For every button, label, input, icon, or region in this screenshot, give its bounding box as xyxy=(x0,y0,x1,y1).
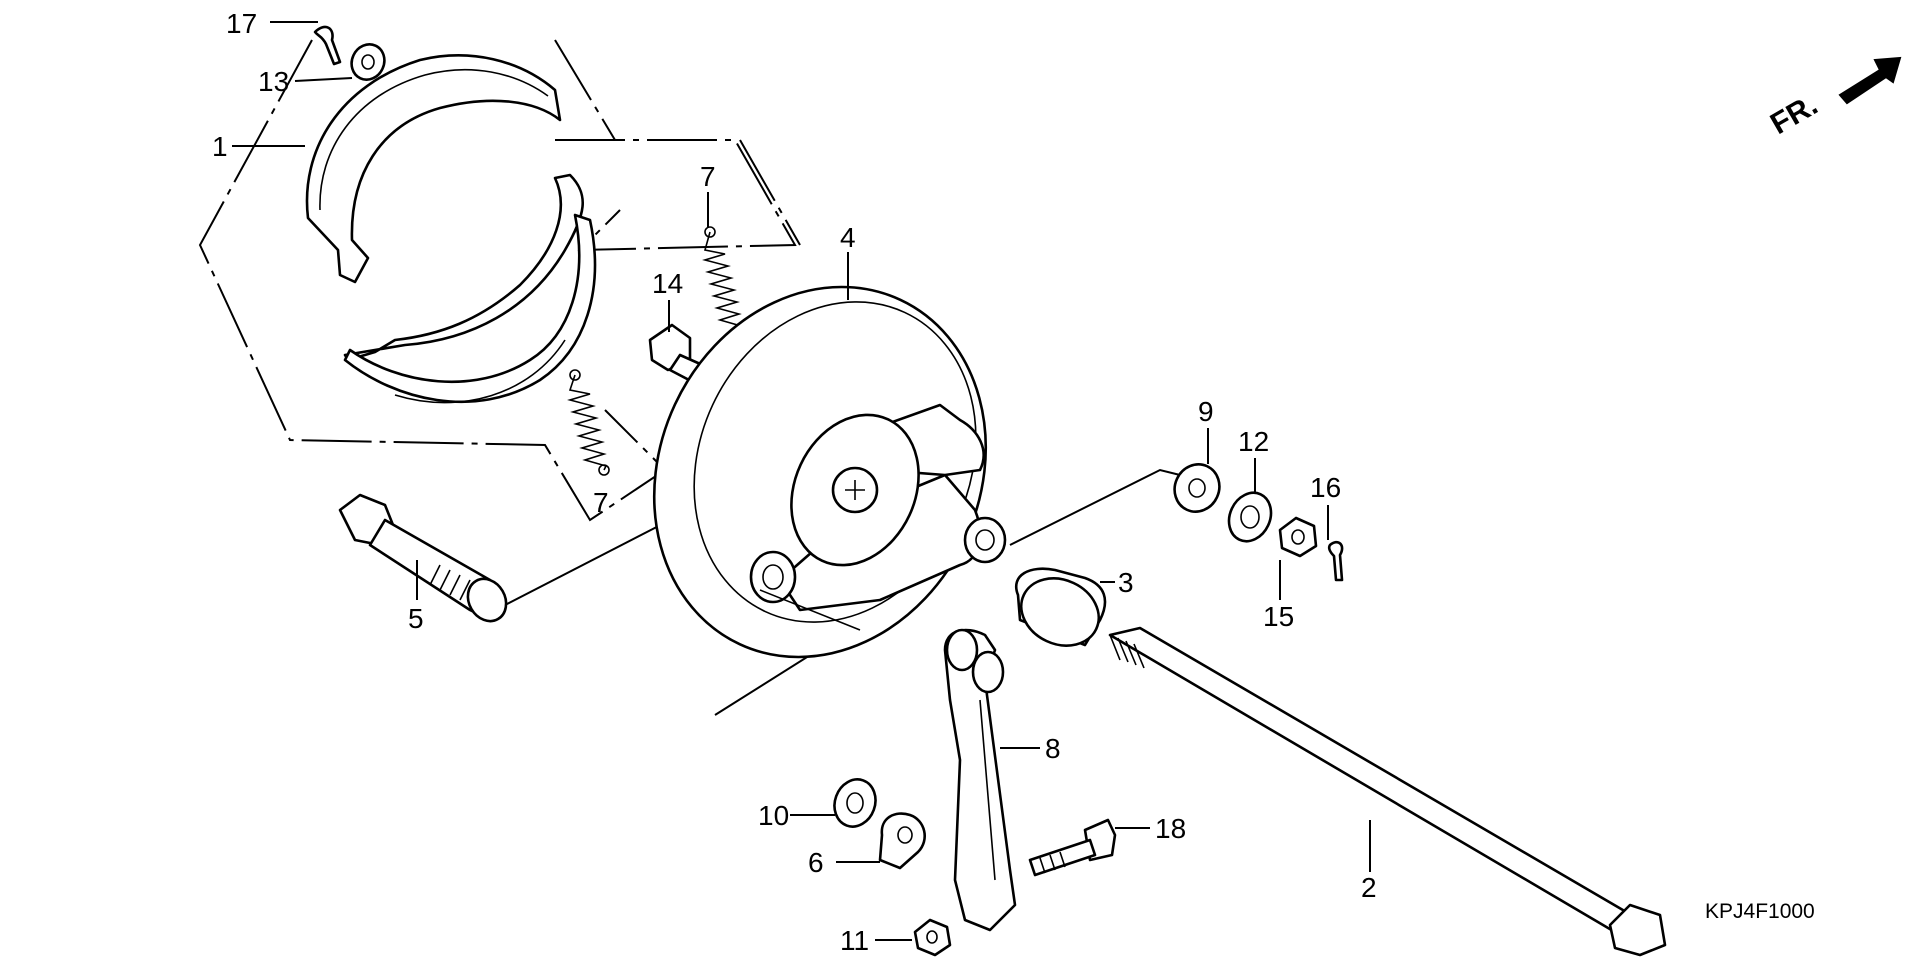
spring-7-lower xyxy=(567,369,610,476)
callout-18: 18 xyxy=(1155,813,1186,844)
brake-panel-4 xyxy=(652,285,1007,659)
callout-8: 8 xyxy=(1045,733,1061,764)
cotter-pin-17 xyxy=(313,25,342,66)
callout-16: 16 xyxy=(1310,472,1341,503)
front-direction-indicator: FR. xyxy=(1765,56,1902,141)
callout-1: 1 xyxy=(212,131,228,162)
callout-5: 5 xyxy=(408,603,424,634)
callout-4: 4 xyxy=(840,222,856,253)
washer-9 xyxy=(1173,463,1221,513)
washer-10 xyxy=(833,778,877,828)
brake-shoe-lower xyxy=(343,173,597,404)
callout-9: 9 xyxy=(1198,396,1214,427)
diagram-code: KPJ4F1000 xyxy=(1705,900,1815,923)
callout-11: 11 xyxy=(840,925,869,956)
spring-7-upper xyxy=(702,226,744,341)
brake-arm-8 xyxy=(943,628,1017,932)
nut-15 xyxy=(1278,516,1318,558)
front-label: FR. xyxy=(1765,88,1823,141)
axle-2 xyxy=(1108,626,1667,957)
callout-3: 3 xyxy=(1118,567,1134,598)
brake-cam-5 xyxy=(338,493,508,623)
callout-7-upper: 7 xyxy=(700,161,716,192)
leader-lines xyxy=(232,21,1371,941)
washer-13 xyxy=(350,43,386,81)
callout-7-lower: 7 xyxy=(593,487,609,518)
callout-17: 17 xyxy=(226,8,257,39)
callout-labels: 17 13 1 7 4 14 7 9 12 16 15 3 5 8 10 6 1… xyxy=(212,8,1377,956)
callout-12: 12 xyxy=(1238,426,1269,457)
collar-3 xyxy=(1015,567,1107,647)
cotter-pin-16 xyxy=(1327,540,1344,582)
callout-13: 13 xyxy=(258,66,289,97)
brake-shoe-upper xyxy=(305,54,562,284)
callout-6: 6 xyxy=(808,847,824,878)
front-arrow-icon xyxy=(1838,56,1902,105)
nut-11 xyxy=(913,918,952,957)
washer-12 xyxy=(1227,491,1273,543)
bolt-18 xyxy=(1028,818,1117,877)
indicator-plate-6 xyxy=(878,812,926,870)
callout-15: 15 xyxy=(1263,601,1294,632)
callout-14: 14 xyxy=(652,268,683,299)
callout-10: 10 xyxy=(758,800,789,831)
callout-2: 2 xyxy=(1361,872,1377,903)
